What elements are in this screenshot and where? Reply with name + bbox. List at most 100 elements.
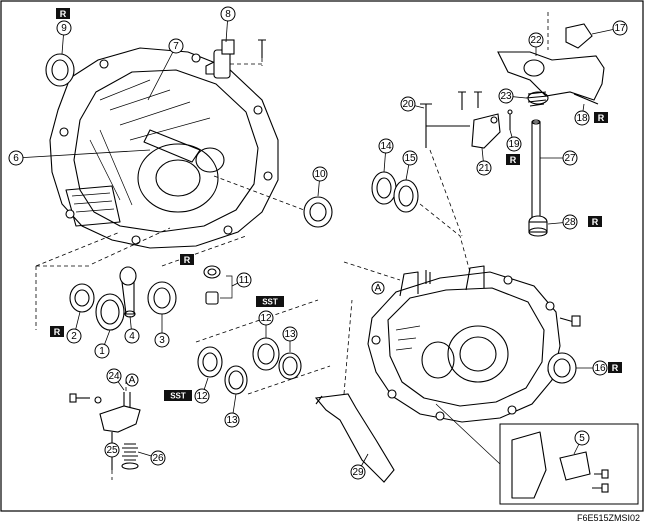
callout-number: 1 <box>99 346 105 357</box>
callout-11: 11 <box>231 272 252 288</box>
callout-number: 5 <box>579 433 585 444</box>
inset-pointer <box>435 403 501 465</box>
callout-21: 21 <box>476 147 492 176</box>
callout-number: 13 <box>226 415 238 426</box>
plug-11 <box>203 265 233 305</box>
inset-detail-5 <box>499 423 639 505</box>
callout-17: 17 <box>591 20 628 36</box>
shift-fork-29 <box>314 299 395 483</box>
reference-mark-a: A <box>125 373 139 387</box>
oil-seal-10 <box>213 175 333 228</box>
svg-text:R: R <box>54 327 61 337</box>
bolt-case <box>559 315 581 327</box>
interlock-assembly <box>69 380 141 480</box>
svg-text:SST: SST <box>170 392 186 401</box>
guide-lines-right <box>343 149 471 281</box>
r-badge: R <box>588 216 602 227</box>
callout-number: 2 <box>71 331 77 342</box>
callout-number: 12 <box>260 313 272 324</box>
callout-23: 23 <box>498 88 527 104</box>
seal-28 <box>528 215 548 237</box>
bearing-15 <box>393 179 419 213</box>
callout-18: 18 <box>574 103 590 126</box>
r-badge: R <box>50 326 64 337</box>
bearing-12-lower <box>197 346 223 378</box>
callout-4: 4 <box>124 315 140 344</box>
svg-text:R: R <box>184 255 191 265</box>
bearing-14 <box>371 171 397 205</box>
callout-number: 23 <box>500 91 512 102</box>
bearing-race-3 <box>147 281 177 315</box>
callout-number: 28 <box>564 217 576 228</box>
callout-number: 13 <box>284 329 296 340</box>
svg-text:R: R <box>510 155 517 165</box>
callout-number: 19 <box>508 139 520 150</box>
callout-13: 13 <box>282 326 298 352</box>
callout-number: 17 <box>614 23 626 34</box>
bracket-21 <box>471 113 501 149</box>
svg-text:A: A <box>129 375 136 386</box>
svg-text:SST: SST <box>262 298 278 307</box>
r-badge: R <box>180 254 194 265</box>
callout-number: 24 <box>108 371 120 382</box>
callout-19: 19 <box>506 129 522 152</box>
callout-number: 12 <box>196 391 208 402</box>
callout-16: 16 <box>576 360 608 376</box>
link-20 <box>420 91 482 148</box>
callout-number: 6 <box>13 153 19 164</box>
oil-seal-2 <box>69 283 95 313</box>
callout-13: 13 <box>224 393 240 428</box>
bearing-12-upper <box>252 337 280 371</box>
callout-number: 26 <box>152 453 164 464</box>
svg-text:R: R <box>592 217 599 227</box>
reference-mark-a: A <box>371 281 385 295</box>
r-badge: R <box>56 8 70 19</box>
callout-20: 20 <box>400 96 425 112</box>
callout-number: 9 <box>61 23 67 34</box>
callout-number: 29 <box>352 467 364 478</box>
callout-number: 7 <box>173 41 179 52</box>
callout-2: 2 <box>66 311 82 344</box>
callout-number: 3 <box>159 335 165 346</box>
callout-8: 8 <box>220 6 236 43</box>
callout-12: 12 <box>194 377 210 404</box>
callout-number: 10 <box>314 169 326 180</box>
oil-seal-9 <box>45 53 75 87</box>
callout-number: 25 <box>106 445 118 456</box>
guide-lines-left <box>35 227 247 267</box>
r-badge: R <box>608 362 622 373</box>
pin-19 <box>507 109 513 130</box>
r-badge: R <box>594 112 608 123</box>
svg-text:R: R <box>60 9 67 19</box>
callout-10: 10 <box>312 166 328 197</box>
callout-15: 15 <box>402 150 418 181</box>
callout-number: 14 <box>380 141 392 152</box>
spring-23 <box>525 91 549 107</box>
callout-29: 29 <box>350 453 369 480</box>
clutch-housing <box>49 47 279 249</box>
guide-lines-center <box>195 299 331 395</box>
bearing-race-1 <box>95 293 125 331</box>
drawing-code: F6E515ZMSI02 <box>577 513 640 523</box>
r-badge: R <box>506 154 520 165</box>
callout-7: 7 <box>147 38 184 101</box>
callout-24: 24 <box>106 368 125 391</box>
callout-3: 3 <box>154 314 170 348</box>
callout-5: 5 <box>573 430 590 455</box>
callout-number: 16 <box>594 363 606 374</box>
callout-number: 22 <box>530 35 542 46</box>
transaxle-case <box>367 265 561 423</box>
callout-9: 9 <box>56 20 72 55</box>
sst-badge: SST <box>256 296 284 307</box>
callout-number: 27 <box>564 153 576 164</box>
callout-28: 28 <box>547 214 578 230</box>
shim-13-lower <box>224 365 248 395</box>
callout-22: 22 <box>528 32 544 56</box>
shift-lever-assembly <box>497 12 605 105</box>
callout-number: 8 <box>225 9 231 20</box>
oil-seal-16 <box>547 352 577 384</box>
control-rod-27 <box>531 119 541 223</box>
callout-12: 12 <box>258 310 274 338</box>
badge-layer: R R R R R R R SST SST <box>50 8 622 401</box>
